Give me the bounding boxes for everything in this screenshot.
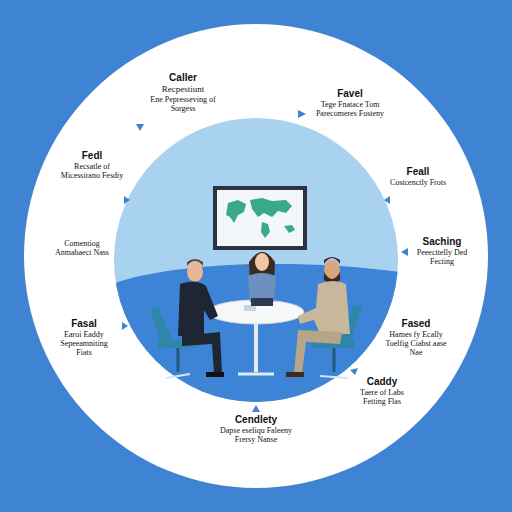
ring-heading: Fasal xyxy=(71,318,97,329)
ring-text: Recsatle of Micessirano Fesdiy xyxy=(57,163,127,181)
ring-arrow xyxy=(252,405,260,412)
shoe xyxy=(286,372,304,377)
face xyxy=(187,262,203,282)
ring-arrow xyxy=(350,368,358,375)
ring-text: Comentiog Anmabaect Nass xyxy=(52,240,112,258)
monitor-screen xyxy=(217,190,303,246)
hair xyxy=(324,257,340,264)
floor xyxy=(110,264,400,410)
ring-text: Hames fy Ecally Toelfig Ciabst aase Nae xyxy=(381,331,451,357)
suit xyxy=(178,281,218,336)
floor-group xyxy=(110,264,400,410)
monitor xyxy=(213,186,307,250)
hair xyxy=(249,252,275,302)
ring-text: Peeecttelly Ded Fecting xyxy=(411,249,473,267)
monitor-frame xyxy=(213,186,307,250)
ring-heading: Fased xyxy=(402,318,431,329)
hair xyxy=(187,259,203,266)
ring-text: Taere of Labs Fetting Flas xyxy=(352,389,412,407)
ring-arrow xyxy=(401,248,408,256)
ring-text: Tege Fnatace Tom Parecomeres Fosteny xyxy=(312,101,388,119)
ring-arrow xyxy=(298,110,306,118)
man-right xyxy=(286,257,350,377)
shirt xyxy=(248,273,276,302)
ring-arrow xyxy=(384,196,390,204)
map-land xyxy=(250,198,292,217)
ring-text: Ene Pepresseving of Sorgess xyxy=(144,96,222,114)
ring-heading: Caller xyxy=(169,72,197,83)
chair-base xyxy=(166,374,190,378)
man-left xyxy=(178,259,224,377)
shoe xyxy=(206,372,224,377)
map-land xyxy=(226,200,246,223)
map-land xyxy=(261,222,270,238)
skirt xyxy=(251,298,273,306)
table xyxy=(208,300,304,374)
legs xyxy=(294,330,342,374)
chair-leg xyxy=(177,348,180,372)
legs xyxy=(182,332,222,374)
suit xyxy=(298,281,350,334)
ring-text: Dapse eseliqu Faleeny Frersy Nanse xyxy=(216,427,296,445)
ring-heading: Favel xyxy=(337,88,363,99)
arrow-marks xyxy=(122,110,408,412)
ring-arrow xyxy=(124,196,130,204)
outer-ring xyxy=(24,24,488,488)
map-land xyxy=(284,225,295,233)
ring-text: Recpestiunt xyxy=(162,85,205,95)
ring-arrow xyxy=(136,124,144,131)
table-leg xyxy=(254,322,258,372)
ring-text: Earoi Eaddy Sepeeamniting Fiats xyxy=(52,331,116,357)
ring-heading: Cendlety xyxy=(235,414,277,425)
ring-heading: Fedl xyxy=(82,150,103,161)
table-base xyxy=(238,373,274,376)
ring-heading: Caddy xyxy=(367,376,398,387)
ring-heading: Saching xyxy=(423,236,462,247)
woman xyxy=(248,252,276,306)
chair-leg xyxy=(333,348,336,372)
chair-base xyxy=(320,376,348,378)
ring-arrow xyxy=(122,322,128,330)
ring-text: Costcenctly Frots xyxy=(390,179,446,188)
ring-heading: Feall xyxy=(407,166,430,177)
face xyxy=(255,253,269,271)
